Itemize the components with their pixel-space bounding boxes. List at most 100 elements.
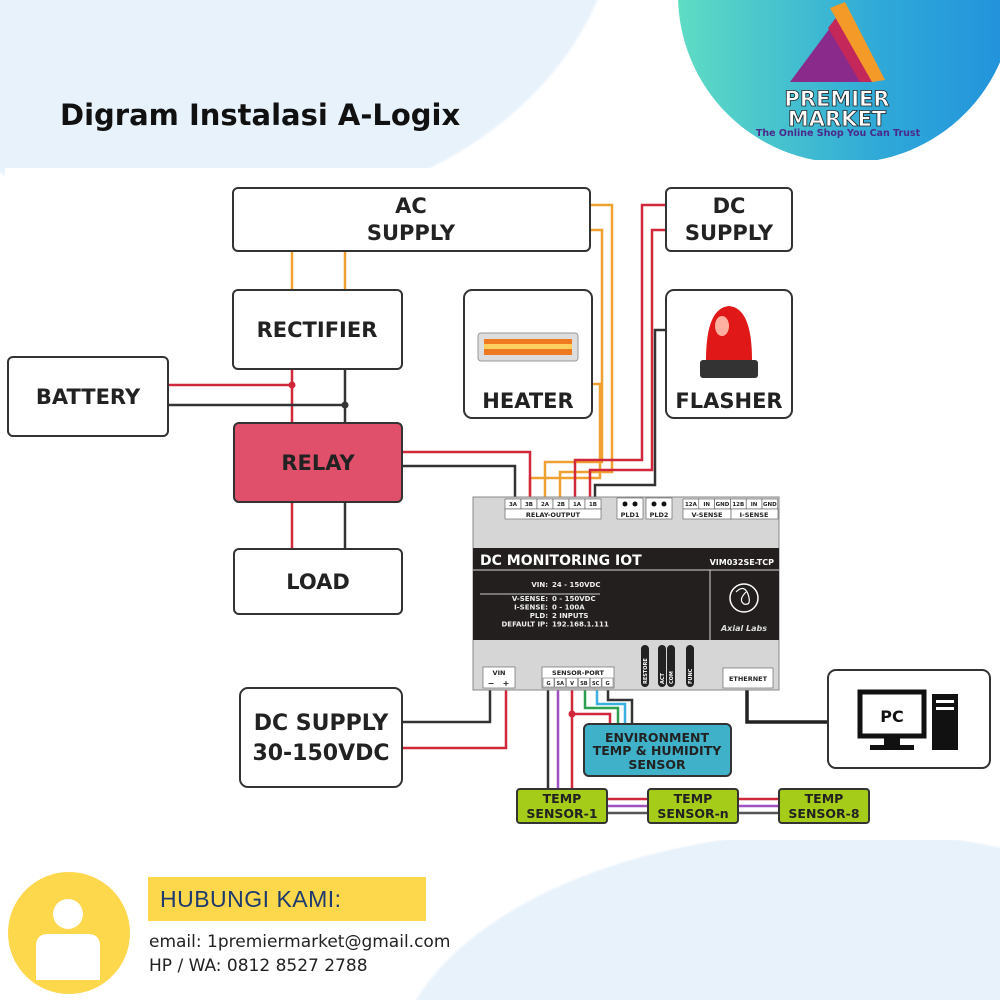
sensor-port-label: SENSOR-PORT	[552, 669, 604, 677]
led-label: RESTORE	[643, 658, 649, 684]
person-icon	[36, 899, 100, 980]
pld2-label: PLD2	[650, 511, 669, 519]
ac-supply-label: AC	[395, 194, 427, 218]
spec-value: 192.168.1.111	[552, 621, 609, 629]
sensor-pin-label: G	[605, 681, 609, 687]
led-label: FUNC	[688, 668, 694, 684]
sensor-pin	[578, 677, 590, 688]
led-com	[667, 645, 675, 687]
rectifier-label: RECTIFIER	[257, 318, 378, 342]
sensor-pin-label: SC	[592, 681, 600, 687]
spec-key: V-SENSE:	[512, 595, 548, 603]
sensor-pin	[566, 677, 578, 688]
battery-box	[7, 356, 169, 437]
sense-pin-label: IN	[703, 502, 710, 508]
vin-plus: +	[503, 679, 510, 688]
spec-key: VIN:	[531, 581, 548, 589]
temp-sensor-label: TEMP	[805, 791, 844, 806]
temp-sensor-label: SENSOR-1	[526, 806, 597, 821]
led-restore	[641, 645, 649, 687]
ac-supply-label: SUPPLY	[367, 221, 456, 245]
spec-value: 24 - 150VDC	[552, 581, 601, 589]
dc-supply-label: DC SUPPLY	[254, 711, 390, 736]
env-sensor-label: TEMP & HUMIDITY	[593, 743, 723, 758]
led-label: COM	[669, 671, 675, 684]
dc-supply-label: SUPPLY	[685, 221, 774, 245]
vin-label: VIN	[493, 669, 506, 677]
device-model: VIM032SE-TCP	[710, 558, 775, 567]
heater-label: HEATER	[482, 389, 573, 413]
logo-mark-icon	[790, 28, 868, 82]
sense-pin-label: 12A	[685, 502, 698, 508]
dc-supply-30-150-box	[239, 687, 403, 788]
brand-logo: PREMIER MARKET The Online Shop You Can T…	[676, 0, 1000, 163]
load-label: LOAD	[286, 570, 350, 594]
sensor-pin	[554, 677, 567, 688]
brand-name: MARKET	[788, 107, 887, 131]
i-sense-label: I-SENSE	[740, 511, 769, 519]
dc-supply-label: DC	[713, 194, 746, 218]
ethernet-port: ETHERNET	[729, 675, 768, 683]
ac-supply-box	[232, 187, 591, 252]
brand-tagline: The Online Shop You Can Trust	[756, 128, 921, 139]
sense-pin-label: GND	[763, 502, 777, 508]
relay-pin-label: 1A	[573, 502, 582, 508]
load-box	[233, 548, 403, 615]
pc-icon: PC	[857, 689, 958, 750]
rectifier-box	[232, 289, 403, 370]
relay-pin-label: 2B	[557, 502, 565, 508]
sensor-pin-label: G	[546, 681, 550, 687]
led-func	[686, 645, 694, 687]
heater-icon	[477, 332, 579, 362]
battery-label: BATTERY	[36, 385, 141, 409]
sensor-pin-label: SA	[557, 681, 565, 687]
dc-supply-box	[665, 187, 793, 252]
sense-pin-label: GND	[716, 502, 730, 508]
env-sensor-label: SENSOR	[628, 757, 686, 772]
axial-labs-logo: Axial Labs	[720, 583, 767, 633]
dc-supply-label: 30-150VDC	[252, 741, 389, 766]
sense-pin-label: 12B	[732, 502, 744, 508]
spec-key: DEFAULT IP:	[501, 621, 548, 629]
contact-avatar	[8, 872, 130, 994]
flasher-label: FLASHER	[675, 389, 782, 413]
pc-label: PC	[880, 707, 903, 726]
sensor-pin-label: V	[570, 681, 574, 687]
spec-key: PLD:	[530, 612, 548, 620]
sensor-pin-label: SB	[580, 681, 588, 687]
temp-sensor-label: SENSOR-8	[788, 806, 859, 821]
spec-key: I-SENSE:	[514, 604, 548, 612]
page-title: Digram Instalasi A-Logix	[60, 98, 461, 132]
pld1-label: PLD1	[621, 511, 640, 519]
led-act	[658, 645, 666, 687]
spec-value: 0 - 100A	[552, 604, 585, 612]
vin-minus: −	[488, 679, 495, 688]
flasher-icon	[700, 306, 758, 378]
contact-email[interactable]: email: 1premiermarket@gmail.com	[149, 932, 451, 952]
spec-value: 2 INPUTS	[552, 612, 588, 620]
installation-diagram: AC SUPPLY RECTIFIER BATTERY RELAY LOAD H…	[5, 168, 995, 840]
device-name: DC MONITORING IOT	[480, 553, 642, 569]
temp-sensor-label: SENSOR-n	[657, 806, 728, 821]
temp-sensor-1-box	[516, 788, 608, 824]
env-sensor-box	[583, 723, 732, 777]
sensor-pin	[601, 677, 614, 688]
sensor-pin	[542, 677, 555, 688]
temp-sensor-n-box	[647, 788, 739, 824]
relay-box	[233, 422, 403, 503]
contact-heading: HUBUNGI KAMI:	[148, 877, 426, 921]
dc-monitoring-device: DC MONITORING IOT VIM032SE-TCP VIN: 24 - …	[472, 496, 780, 691]
spec-value: 0 - 150VDC	[552, 595, 596, 603]
relay-pin-label: 3A	[509, 502, 518, 508]
led-label: ACT	[660, 672, 666, 684]
brand-name: PREMIER	[784, 87, 889, 111]
relay-pin-label: 2A	[541, 502, 550, 508]
env-sensor-label: ENVIRONMENT	[605, 730, 709, 745]
relay-label: RELAY	[281, 451, 355, 475]
sensor-pin	[589, 677, 602, 688]
v-sense-label: V-SENSE	[692, 511, 723, 519]
sense-pin-label: IN	[751, 502, 758, 508]
relay-pin-label: 3B	[525, 502, 533, 508]
relay-output-label: RELAY-OUTPUT	[526, 511, 581, 519]
contact-phone[interactable]: HP / WA: 0812 8527 2788	[149, 956, 368, 976]
